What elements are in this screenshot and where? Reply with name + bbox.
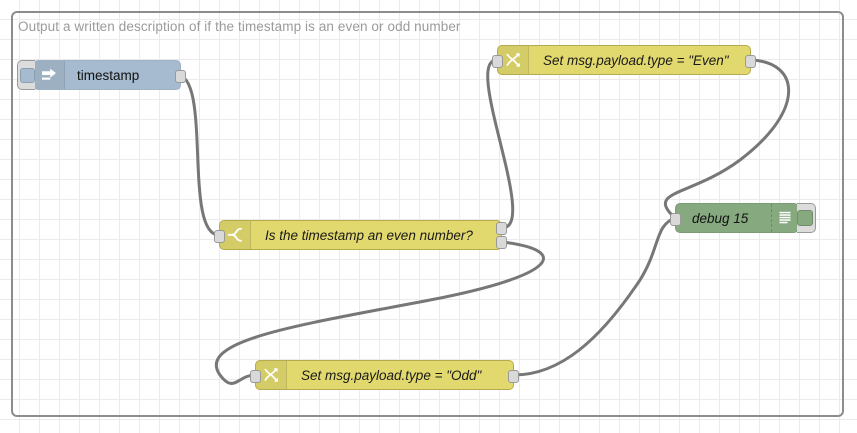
inject-trigger-button[interactable] xyxy=(17,60,35,90)
node-input-port[interactable] xyxy=(492,54,503,68)
change-swap-icon xyxy=(498,46,529,74)
debug-node-15[interactable]: debug 15 xyxy=(670,203,816,233)
node-label: Is the timestamp an even number? xyxy=(265,227,473,243)
flow-group-label: Output a written description of if the t… xyxy=(18,19,461,34)
debug-button-indicator xyxy=(797,210,813,226)
node-output-port-1[interactable] xyxy=(496,221,507,235)
node-input-port[interactable] xyxy=(670,212,681,226)
node-input-port[interactable] xyxy=(250,369,261,383)
change-swap-icon xyxy=(256,361,287,389)
node-label: Set msg.payload.type = "Even" xyxy=(543,52,729,68)
inject-node-timestamp[interactable]: timestamp xyxy=(17,60,186,90)
debug-lines-icon xyxy=(771,204,798,232)
node-label: Set msg.payload.type = "Odd" xyxy=(301,367,482,383)
node-output-port[interactable] xyxy=(745,54,756,68)
change-node-set-even[interactable]: Set msg.payload.type = "Even" xyxy=(492,45,756,75)
change-node-set-odd[interactable]: Set msg.payload.type = "Odd" xyxy=(250,360,519,390)
node-label: debug 15 xyxy=(692,210,749,226)
node-output-port[interactable] xyxy=(175,69,186,83)
node-input-port[interactable] xyxy=(214,229,225,243)
node-label: timestamp xyxy=(77,67,140,83)
node-output-port-2[interactable] xyxy=(496,235,507,249)
flow-group-box[interactable] xyxy=(11,11,844,417)
inject-arrow-icon xyxy=(34,61,65,89)
switch-fork-icon xyxy=(220,221,251,249)
node-output-port[interactable] xyxy=(508,369,519,383)
inject-button-indicator xyxy=(20,67,35,83)
switch-node-is-even[interactable]: Is the timestamp an even number? xyxy=(214,220,507,250)
debug-enable-button[interactable] xyxy=(797,203,816,233)
